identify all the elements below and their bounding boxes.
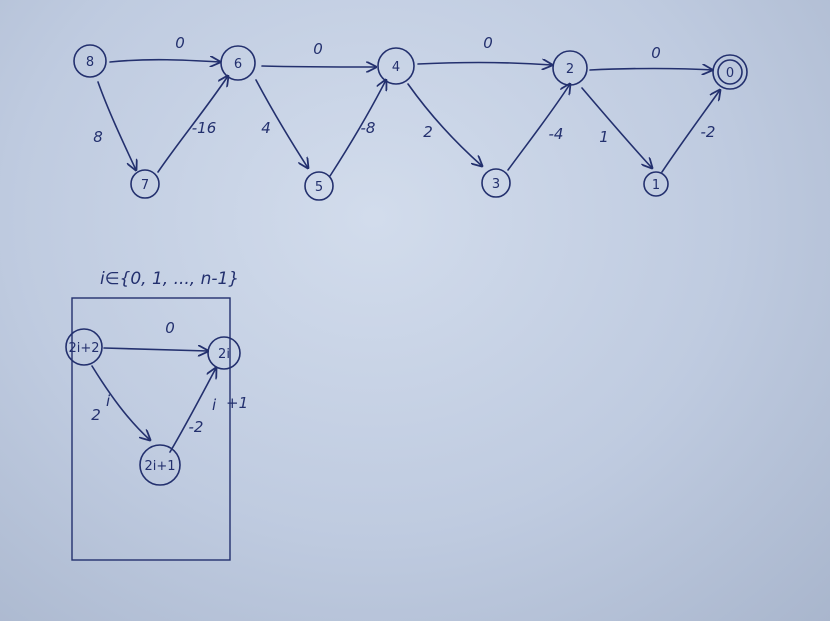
node-5: 5 (304, 171, 334, 201)
gadget-edge-label-left: 2 (91, 406, 101, 424)
edge-label-8-7: 8 (93, 128, 103, 146)
node-label: 6 (234, 57, 242, 72)
edge-label-1-0: -2 (701, 123, 716, 141)
top-chain-nodes: 8 6 4 2 0 7 5 3 (73, 44, 748, 201)
edge-label-7-6: -16 (192, 119, 217, 137)
index-set-label: i∈{0, 1, ..., n-1} (100, 269, 239, 289)
node-0: 0 (712, 54, 748, 90)
gadget-edge-right (169, 368, 216, 453)
top-chain-edges (97, 60, 720, 177)
node-label: 2 (566, 62, 574, 77)
node-3: 3 (481, 168, 511, 198)
gadget-edge-left (91, 365, 150, 440)
edge-label-4-3: 2 (423, 123, 433, 141)
edge-label-5-4: -8 (361, 119, 376, 137)
node-label: 2i (218, 347, 230, 362)
node-7: 7 (130, 169, 160, 199)
edge-label-3-2: -4 (549, 125, 564, 143)
node-label: 1 (652, 178, 660, 193)
gadget-node-2i-plus-2: 2i+2 (65, 328, 103, 366)
edge-5-4 (329, 80, 386, 177)
node-label: 2i+1 (144, 459, 175, 474)
edge-label-4-2: 0 (483, 34, 493, 52)
edge-6-4 (261, 66, 376, 67)
gadget-node-2i: 2i (207, 336, 241, 370)
edge-3-2 (507, 84, 570, 171)
gadget-edge-label-right: -2 (189, 418, 204, 436)
edge-4-3 (407, 83, 482, 166)
gadget-edge-label-top: 0 (165, 319, 175, 337)
gadget-exponent-left: i (106, 392, 111, 410)
gadget: i∈{0, 1, ..., n-1} 2i+2 2i 2i+1 0 2 i -2… (65, 269, 248, 561)
edge-label-6-4: 0 (313, 40, 323, 58)
top-chain-edge-labels: 0 0 0 0 8 -16 4 -8 2 -4 1 -2 (93, 34, 715, 146)
node-6: 6 (220, 45, 256, 81)
node-label: 8 (86, 55, 94, 70)
node-label: 0 (726, 66, 734, 81)
edge-7-6 (157, 76, 228, 173)
node-label: 4 (392, 60, 400, 75)
gadget-node-2i-plus-1: 2i+1 (139, 444, 181, 486)
edge-8-7 (97, 81, 136, 170)
edge-8-6 (109, 60, 220, 62)
edge-label-2-0: 0 (651, 44, 661, 62)
edge-6-5 (255, 79, 308, 168)
node-label: 2i+2 (68, 341, 99, 356)
gadget-edge-top (103, 348, 208, 351)
edge-2-1 (581, 87, 652, 168)
node-label: 3 (492, 177, 500, 192)
gadget-exponent-right: i (212, 396, 217, 414)
node-label: 7 (141, 178, 149, 193)
node-1: 1 (643, 171, 669, 197)
edge-1-0 (661, 90, 720, 173)
gadget-frame (71, 297, 231, 561)
node-8: 8 (73, 44, 107, 78)
gadget-exponent-right-plus: +1 (226, 394, 248, 412)
edge-label-2-1: 1 (599, 128, 609, 146)
edge-label-6-5: 4 (261, 119, 271, 137)
node-label: 5 (315, 180, 323, 195)
node-4: 4 (377, 47, 415, 85)
edge-label-8-6: 0 (175, 34, 185, 52)
node-2: 2 (552, 50, 588, 86)
edge-4-2 (417, 63, 552, 65)
edge-2-0 (589, 69, 712, 71)
